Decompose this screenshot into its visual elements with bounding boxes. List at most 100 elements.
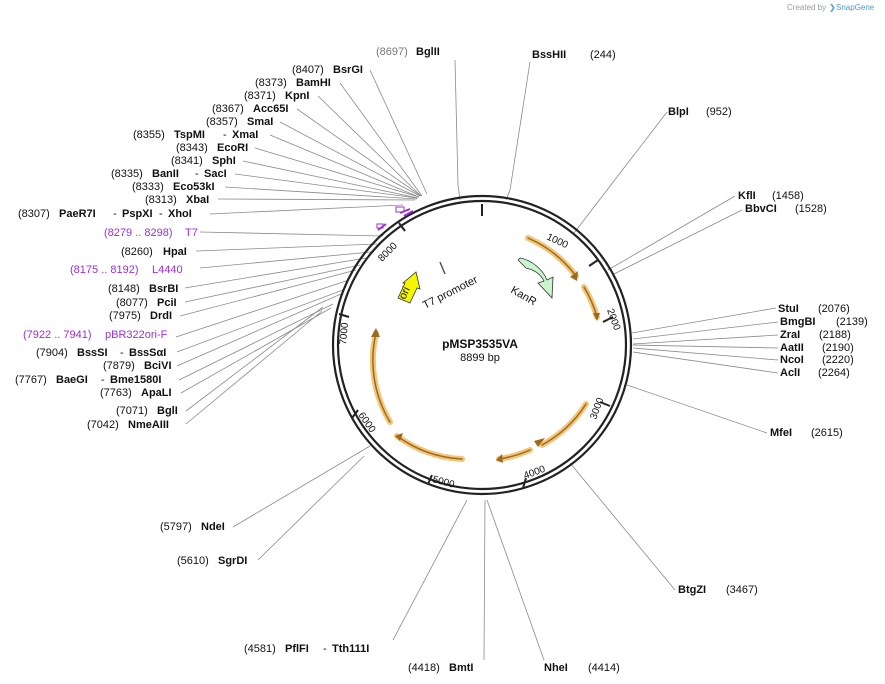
site-label-ncoi[interactable]: NcoI (2220) bbox=[780, 354, 854, 366]
site-label-acc65i[interactable]: (8367) Acc65I bbox=[212, 103, 288, 115]
site-label-bsssi[interactable]: (7904) BssSI - BssSαI bbox=[36, 347, 166, 359]
site-label-t7[interactable]: (8279 .. 8298) T7 bbox=[104, 227, 198, 239]
site-position: (4414) bbox=[588, 662, 620, 674]
site-label-kpni[interactable]: (8371) KpnI bbox=[244, 90, 309, 102]
site-position: (8343) bbox=[176, 142, 208, 154]
site-position: (8148) bbox=[108, 283, 140, 295]
site-name: KflI bbox=[738, 190, 756, 202]
orf-arcs bbox=[369, 235, 600, 463]
site-position: (8077) bbox=[116, 297, 148, 309]
site-position: (2190) bbox=[822, 342, 854, 354]
t7-promoter-feature[interactable]: T7 promoter bbox=[421, 261, 480, 312]
site-label-aatii[interactable]: AatII (2190) bbox=[780, 342, 854, 354]
site-label-banii-saci[interactable]: (8335) BanII - SacI bbox=[111, 168, 227, 180]
site-name: BlpI bbox=[668, 106, 689, 118]
site-position: (8333) bbox=[132, 181, 164, 193]
site-position: (1528) bbox=[795, 203, 827, 215]
site-label-drdi[interactable]: (7975) DrdI bbox=[109, 310, 172, 322]
site-label-bglii[interactable]: (8697) BglII bbox=[376, 46, 440, 58]
site-name: PciI bbox=[157, 297, 177, 309]
site-name: BglI bbox=[157, 405, 178, 417]
site-label-blpi[interactable]: BlpI (952) bbox=[668, 106, 732, 118]
site-name: T7 bbox=[185, 227, 198, 239]
site-position: (8341) bbox=[171, 155, 203, 167]
site-label-acli[interactable]: AclI (2264) bbox=[780, 367, 850, 379]
site-label-nhei[interactable]: NheI (4414) bbox=[544, 662, 620, 674]
site-label-bgli[interactable]: (7071) BglI bbox=[116, 405, 178, 417]
site-label-bsshii[interactable]: BssHII (244) bbox=[532, 49, 616, 61]
site-position: (7071) bbox=[116, 405, 148, 417]
site-position: (2220) bbox=[822, 354, 854, 366]
site-label-paer7i-pspxi-xhoi[interactable]: (8307) PaeR7I - PspXI - XhoI bbox=[18, 208, 192, 220]
site-name: BmtI bbox=[449, 662, 473, 674]
site-position: (5797) bbox=[160, 521, 192, 533]
kanr-label: KanR bbox=[509, 284, 539, 308]
site-label-l4440[interactable]: (8175 .. 8192) L4440 bbox=[70, 264, 183, 276]
site-position: (4581) bbox=[244, 643, 276, 655]
site-label-kfli[interactable]: KflI (1458) bbox=[738, 190, 804, 202]
site-position: (7904) bbox=[36, 347, 68, 359]
site-label-bmti[interactable]: (4418) BmtI bbox=[408, 662, 473, 674]
site-position: (2076) bbox=[818, 303, 850, 315]
site-name: HpaI bbox=[163, 246, 187, 258]
site-label-eco53ki[interactable]: (8333) Eco53kI bbox=[132, 181, 215, 193]
site-position: (7767) bbox=[15, 374, 47, 386]
site-label-mfei[interactable]: MfeI (2615) bbox=[770, 427, 843, 439]
site-label-baegi-bme1580i[interactable]: (7767) BaeGI - Bme1580I bbox=[15, 374, 161, 386]
site-name: NcoI bbox=[780, 354, 804, 366]
site-separator: - bbox=[101, 374, 105, 386]
site-position: (8407) bbox=[292, 64, 324, 76]
site-label-sphi[interactable]: (8341) SphI bbox=[171, 155, 236, 167]
site-label-smai[interactable]: (8357) SmaI bbox=[206, 116, 273, 128]
site-label-apali[interactable]: (7763) ApaLI bbox=[100, 387, 172, 399]
site-name: L4440 bbox=[152, 264, 183, 276]
site-name: BssSI bbox=[77, 347, 108, 359]
site-label-tspmi-xmai[interactable]: (8355) TspMI - XmaI bbox=[133, 129, 258, 141]
site-name: TspMI bbox=[174, 129, 205, 141]
site-label-zrai[interactable]: ZraI (2188) bbox=[780, 329, 851, 341]
site-label-bsrbi[interactable]: (8148) BsrBI bbox=[108, 283, 178, 295]
tick-label-6000: 6000 bbox=[356, 410, 378, 435]
site-label-btgzi[interactable]: BtgZI (3467) bbox=[678, 584, 758, 596]
site-label-bsrgi[interactable]: (8407) BsrGI bbox=[292, 64, 363, 76]
site-name: BsrGI bbox=[333, 64, 363, 76]
site-name: BciVI bbox=[144, 360, 172, 372]
site-position: (7042) bbox=[87, 419, 119, 431]
site-label-ndei[interactable]: (5797) NdeI bbox=[160, 521, 225, 533]
site-position: (2615) bbox=[811, 427, 843, 439]
site-label-nmeaiii[interactable]: (7042) NmeAIII bbox=[87, 419, 169, 431]
credit-text: Created by bbox=[787, 3, 826, 12]
site-name: Acc65I bbox=[253, 103, 288, 115]
site-position: (7879) bbox=[103, 360, 135, 372]
site-name: AclI bbox=[780, 367, 800, 379]
site-label-hpai[interactable]: (8260) HpaI bbox=[121, 246, 187, 258]
site-label-bcivi[interactable]: (7879) BciVI bbox=[103, 360, 172, 372]
kanr-feature[interactable]: KanR bbox=[509, 257, 554, 308]
site-separator: - bbox=[323, 643, 327, 655]
credit-brand[interactable]: SnapGene bbox=[836, 3, 875, 12]
ori-feature[interactable]: ori bbox=[397, 271, 421, 304]
site-label-pcii[interactable]: (8077) PciI bbox=[116, 297, 177, 309]
site-label-bmgbi[interactable]: BmgBI (2139) bbox=[780, 316, 868, 328]
site-label-bbvci[interactable]: BbvCI (1528) bbox=[745, 203, 827, 215]
site-name: Eco53kI bbox=[173, 181, 215, 193]
site-name: DrdI bbox=[150, 310, 172, 322]
site-name: XmaI bbox=[232, 129, 258, 141]
site-label-ecori[interactable]: (8343) EcoRI bbox=[176, 142, 248, 154]
site-label-pbr322ori-f[interactable]: (7922 .. 7941) pBR322ori-F bbox=[23, 329, 168, 341]
plasmid-name: pMSP3535VA bbox=[442, 337, 518, 351]
site-label-bamhi[interactable]: (8373) BamHI bbox=[255, 77, 331, 89]
site-name: BsrBI bbox=[149, 283, 178, 295]
site-name: PspXI bbox=[122, 208, 153, 220]
site-position: (8367) bbox=[212, 103, 244, 115]
site-position: (7763) bbox=[100, 387, 132, 399]
site-name: BtgZI bbox=[678, 584, 706, 596]
site-label-pflfi-tth111i[interactable]: (4581) PflFI - Tth111I bbox=[244, 643, 369, 655]
site-label-xbai[interactable]: (8313) XbaI bbox=[145, 194, 209, 206]
site-position: (8357) bbox=[206, 116, 238, 128]
site-name: BmgBI bbox=[780, 316, 815, 328]
site-position: (8279 .. 8298) bbox=[104, 227, 173, 239]
site-separator: - bbox=[159, 208, 163, 220]
site-label-stui[interactable]: StuI (2076) bbox=[778, 303, 850, 315]
site-label-sgrdi[interactable]: (5610) SgrDI bbox=[177, 555, 247, 567]
